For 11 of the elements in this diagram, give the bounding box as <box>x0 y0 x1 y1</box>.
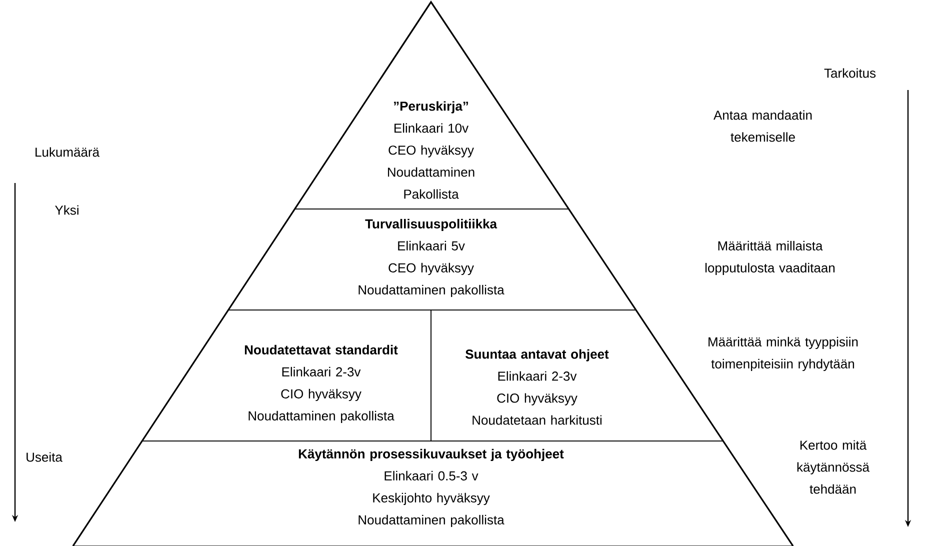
label: Lukumäärä <box>36 147 100 157</box>
label: Määrittää millaista lopputulosta vaaditaan <box>705 240 835 276</box>
node-label: CEO hyväksyy <box>388 145 474 158</box>
node-label: Elinkaari 10v <box>394 123 469 133</box>
label: Yksi <box>55 205 78 215</box>
label: Antaa mandaatin tekemiselle <box>714 110 812 142</box>
node-label: ”Peruskirja” <box>394 101 468 114</box>
node-label: Noudattaminen Pakollista <box>388 167 474 199</box>
pyramid-section: Turvallisuuspolitiikka Elinkaari 5v CEO hyväksyy Noudattaminen pakollista <box>228 208 637 310</box>
label: Tarkoitus <box>824 68 876 78</box>
label: Määrittää minkä tyyppisiin toimenpiteisiin ryhdytään <box>708 336 858 372</box>
